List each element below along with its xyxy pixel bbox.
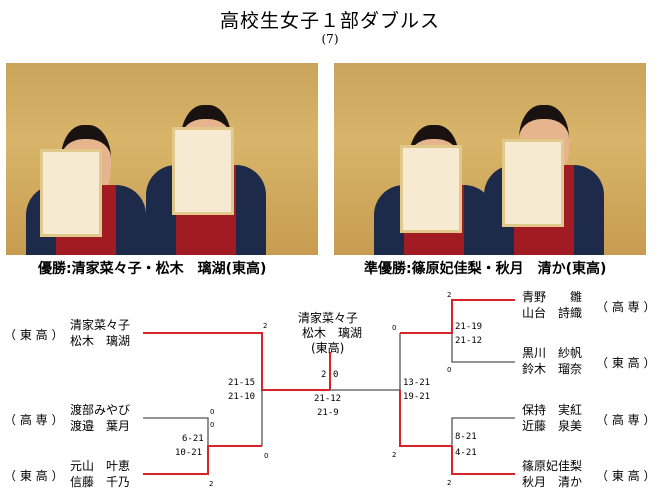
right-entry-4-name-1: 篠原妃佳梨 bbox=[522, 459, 583, 473]
left-entry-3-game-score: 2 bbox=[209, 480, 214, 488]
right-entry-1-name-2: 山台 詩織 bbox=[522, 306, 583, 320]
left-entry-3-school: （ 東 高 ） bbox=[4, 469, 64, 483]
runnerup-caption: 準優勝:篠原妃佳梨・秋月 清か(東高) bbox=[364, 261, 607, 277]
right-entry-1-school: （ 高 専 ） bbox=[596, 300, 656, 314]
left-semi-score-2: 21-10 bbox=[228, 392, 256, 402]
right-entry-3-school: （ 高 専 ） bbox=[596, 413, 656, 427]
line-right-3 bbox=[451, 417, 515, 446]
right-entry-4-school: （ 東 高 ） bbox=[596, 469, 656, 483]
final-winner-school: (東高) bbox=[311, 341, 345, 355]
left-match1-score-2: 10-21 bbox=[175, 448, 203, 458]
line-left-1 bbox=[143, 332, 330, 391]
right-entry-3-name-1: 保持 実紅 bbox=[522, 403, 583, 417]
right-entry-4-game-score: 2 bbox=[447, 479, 452, 487]
right-entry-4-name-2: 秋月 清か bbox=[522, 475, 583, 489]
line-right-4 bbox=[451, 446, 515, 475]
final-winner-name-2: 松木 璃湖 bbox=[302, 326, 363, 340]
left-entry-3-name-2: 信藤 千乃 bbox=[70, 475, 131, 489]
left-entry-2-game-score: 0 bbox=[210, 408, 215, 416]
left-entry-1-name-1: 清家菜々子 bbox=[70, 318, 131, 332]
right-match2-score-1: 8-21 bbox=[455, 432, 477, 442]
left-entry-3-name-1: 元山 叶恵 bbox=[70, 459, 131, 473]
left-entry-2-name-1: 渡部みやび bbox=[70, 403, 131, 417]
right-entry-2-name-2: 鈴木 瑠奈 bbox=[522, 362, 583, 376]
line-right-semi-lower bbox=[399, 390, 452, 447]
right-match1-score-1: 21-19 bbox=[455, 322, 483, 332]
right-entry-2-name-1: 黒川 紗帆 bbox=[522, 346, 583, 360]
right-entry-2-school: （ 東 高 ） bbox=[596, 356, 656, 370]
final-winner-name-1: 清家菜々子 bbox=[298, 311, 359, 325]
final-right-score: 0 bbox=[333, 370, 339, 380]
left-semi-lower-score: 0 bbox=[264, 452, 269, 460]
left-entry-2-name-2: 渡邉 葉月 bbox=[70, 419, 131, 433]
final-score-1: 21-12 bbox=[314, 394, 342, 404]
right-semi-lower-score: 2 bbox=[392, 451, 397, 459]
line-left-3 bbox=[143, 445, 262, 475]
right-entry-2-game-score: 0 bbox=[447, 366, 452, 374]
winner-caption: 優勝:清家菜々子・松木 璃湖(東高) bbox=[38, 261, 267, 277]
right-semi-score-1: 13-21 bbox=[403, 378, 431, 388]
left-entry-1-game-score: 2 bbox=[263, 322, 268, 330]
right-semi-score-2: 19-21 bbox=[403, 392, 431, 402]
left-match1-score-1: 6-21 bbox=[182, 434, 204, 444]
final-left-score: 2 bbox=[321, 370, 327, 380]
left-semi-score-1: 21-15 bbox=[228, 378, 256, 388]
left-match1-upper-score: 0 bbox=[210, 421, 215, 429]
right-match1-score-2: 21-12 bbox=[455, 336, 483, 346]
line-right-2 bbox=[451, 333, 515, 363]
left-entry-2-school: （ 高 専 ） bbox=[4, 413, 64, 427]
right-match2-score-2: 4-21 bbox=[455, 448, 477, 458]
final-score-2: 21-9 bbox=[317, 408, 339, 418]
page-title: 高校生女子１部ダブルス bbox=[219, 10, 440, 32]
runnerup-photo bbox=[334, 63, 646, 255]
right-entry-1-name-1: 青野 雛 bbox=[522, 290, 583, 304]
right-entry-3-name-2: 近藤 泉美 bbox=[522, 419, 583, 433]
winner-photo bbox=[6, 63, 318, 255]
left-entry-1-name-2: 松木 璃湖 bbox=[70, 334, 131, 348]
line-right-1 bbox=[400, 299, 515, 334]
line-left-2 bbox=[143, 417, 209, 446]
right-entry-1-game-score: 2 bbox=[447, 291, 452, 299]
left-entry-1-school: （ 東 高 ） bbox=[4, 328, 64, 342]
page-subtitle: (7) bbox=[321, 32, 339, 46]
right-semi-upper-score: 0 bbox=[392, 324, 397, 332]
